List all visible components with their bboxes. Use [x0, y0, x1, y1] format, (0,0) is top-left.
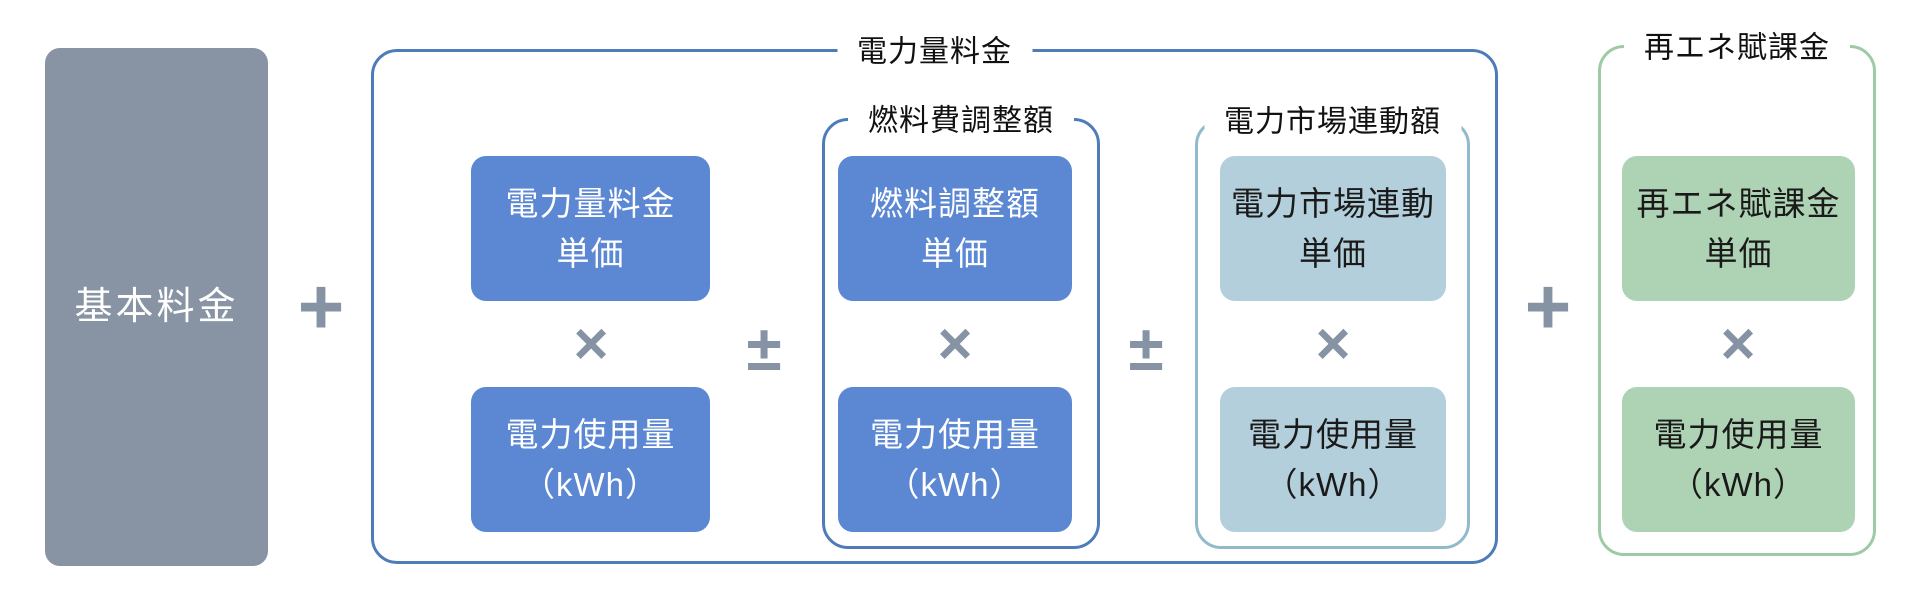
market-linked-group: 電力市場連動額 [1195, 103, 1470, 549]
market-linked-usage-line2: （kWh） [1264, 465, 1402, 503]
energy-charge-unit-price-line2: 単価 [556, 234, 625, 272]
renewable-surcharge-usage-line2: （kWh） [1670, 465, 1807, 503]
fuel-adjustment-group: 燃料費調整額 [822, 102, 1100, 549]
renewable-surcharge-unit-price-line1: 再エネ賦課金 [1636, 185, 1841, 222]
renewable-surcharge-unit-price-line2: 単価 [1704, 234, 1773, 272]
market-linked-group-label: 電力市場連動額 [1204, 103, 1461, 141]
fuel-adjustment-unit-price-line1: 燃料調整額 [870, 185, 1040, 222]
market-linked-unit-price-line1: 電力市場連動 [1231, 185, 1435, 222]
renewable-surcharge-unit-price-box: 再エネ賦課金 単価 [1622, 156, 1855, 301]
multiply-operator-2: × [937, 310, 973, 377]
fuel-adjustment-unit-price-line2: 単価 [921, 234, 989, 272]
market-linked-usage-line1: 電力使用量 [1248, 416, 1418, 453]
multiply-operator-3: × [1315, 310, 1351, 377]
energy-charge-usage-line1: 電力使用量 [505, 416, 676, 453]
plus-minus-operator-2: ± [1128, 312, 1164, 384]
basic-charge-label: 基本料金 [74, 285, 239, 328]
energy-charge-group: 電力量料金 [371, 33, 1498, 564]
plus-operator-1: + [297, 262, 345, 351]
renewable-surcharge-group: 再エネ賦課金 [1598, 29, 1876, 556]
market-linked-usage-box: 電力使用量 （kWh） [1220, 387, 1446, 532]
plus-minus-operator-1: ± [746, 312, 782, 384]
energy-charge-usage-line2: （kWh） [522, 465, 659, 503]
energy-charge-usage-box: 電力使用量 （kWh） [471, 387, 710, 532]
fuel-adjustment-usage-box: 電力使用量 （kWh） [838, 387, 1072, 532]
multiply-operator-4: × [1720, 310, 1756, 377]
renewable-surcharge-usage-line1: 電力使用量 [1653, 416, 1824, 453]
fuel-adjustment-usage-line2: （kWh） [886, 465, 1024, 503]
energy-charge-group-label: 電力量料金 [837, 33, 1032, 71]
multiply-operator-1: × [573, 310, 609, 377]
fuel-adjustment-group-label: 燃料費調整額 [848, 102, 1074, 140]
renewable-surcharge-usage-box: 電力使用量 （kWh） [1622, 387, 1855, 532]
fuel-adjustment-unit-price-box: 燃料調整額 単価 [838, 156, 1072, 301]
fuel-adjustment-usage-line1: 電力使用量 [870, 416, 1040, 453]
renewable-surcharge-group-label: 再エネ賦課金 [1624, 29, 1850, 67]
market-linked-unit-price-line2: 単価 [1299, 234, 1367, 272]
plus-operator-2: + [1524, 262, 1572, 351]
energy-charge-unit-price-line1: 電力量料金 [505, 185, 676, 222]
energy-charge-unit-price-box: 電力量料金 単価 [471, 156, 710, 301]
basic-charge-box: 基本料金 [45, 48, 268, 566]
market-linked-unit-price-box: 電力市場連動 単価 [1220, 156, 1446, 301]
